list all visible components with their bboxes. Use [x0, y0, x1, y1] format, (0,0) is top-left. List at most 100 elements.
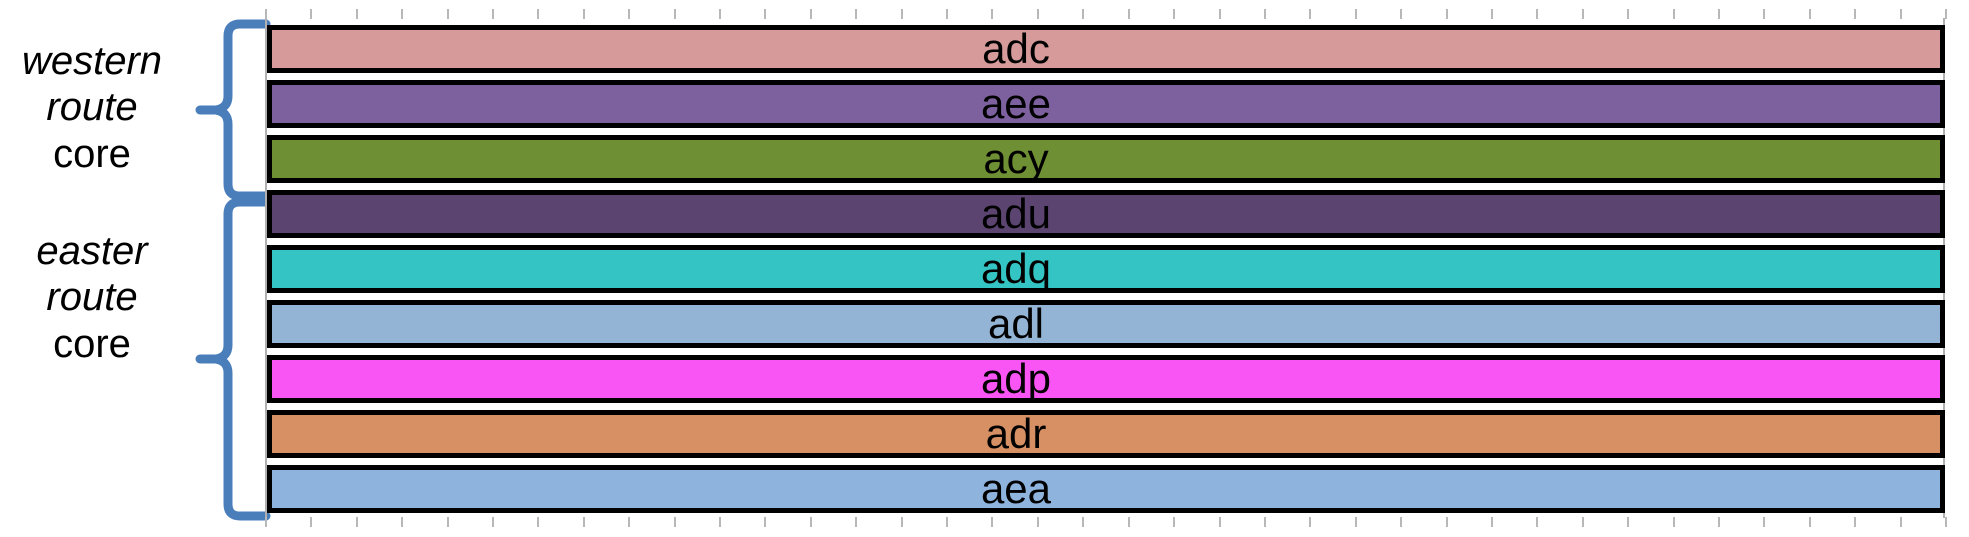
axis-tick	[401, 9, 403, 19]
bar-adq[interactable]: adq	[267, 245, 1945, 293]
axis-tick	[1763, 9, 1765, 19]
axis-tick	[810, 9, 812, 19]
bar-aea[interactable]: aea	[267, 465, 1945, 513]
axis-tick	[1945, 517, 1947, 527]
axis-tick	[1264, 517, 1266, 527]
axis-tick	[1128, 9, 1130, 19]
axis-tick	[1264, 9, 1266, 19]
axis-tick	[1400, 9, 1402, 19]
group-label-western: western route core	[2, 38, 182, 177]
axis-tick	[537, 517, 539, 527]
group-label-eastern-line-3: core	[53, 321, 131, 366]
bar-label: aee	[980, 80, 1052, 127]
bar-series: adc aee acy adu adq adl adp adr aea	[267, 22, 1945, 516]
axis-tick	[719, 517, 721, 527]
axis-tick	[1400, 517, 1402, 527]
group-label-eastern-line-1: easter	[36, 229, 148, 273]
bar-label: adq	[980, 245, 1052, 292]
axis-tick	[1309, 517, 1311, 527]
axis-tick	[1037, 517, 1039, 527]
axis-tick	[1718, 517, 1720, 527]
axis-tick	[310, 9, 312, 19]
bar-label: aea	[980, 465, 1052, 512]
bar-label: adu	[980, 190, 1052, 237]
axis-tick	[628, 517, 630, 527]
axis-tick	[1809, 9, 1811, 19]
bar-label: adc	[982, 25, 1050, 72]
axis-tick	[1673, 517, 1675, 527]
axis-tick	[1673, 9, 1675, 19]
bar-adp[interactable]: adp	[267, 355, 1945, 403]
x-axis-ticks-top	[265, 9, 1947, 19]
axis-tick	[1854, 9, 1856, 19]
axis-tick	[265, 9, 267, 19]
axis-tick	[583, 9, 585, 19]
bar-label: adl	[987, 300, 1045, 347]
axis-tick	[1173, 9, 1175, 19]
axis-tick	[1718, 9, 1720, 19]
axis-tick	[719, 9, 721, 19]
axis-tick	[855, 9, 857, 19]
axis-tick	[1446, 517, 1448, 527]
axis-tick	[1945, 9, 1947, 19]
axis-tick	[1219, 517, 1221, 527]
axis-tick	[1128, 517, 1130, 527]
axis-tick	[356, 9, 358, 19]
axis-tick	[1173, 517, 1175, 527]
axis-tick	[537, 9, 539, 19]
axis-tick	[447, 517, 449, 527]
axis-tick	[1355, 517, 1357, 527]
axis-tick	[628, 9, 630, 19]
bar-acy[interactable]: acy	[267, 135, 1945, 183]
axis-tick	[674, 9, 676, 19]
axis-tick	[1900, 517, 1902, 527]
axis-tick	[1037, 9, 1039, 19]
axis-tick	[492, 517, 494, 527]
group-label-eastern: easter route core	[2, 228, 182, 367]
axis-tick	[764, 9, 766, 19]
bar-label: adr	[985, 410, 1047, 457]
axis-tick	[1082, 9, 1084, 19]
axis-tick	[447, 9, 449, 19]
axis-tick	[1309, 9, 1311, 19]
axis-tick	[1900, 9, 1902, 19]
bar-aee[interactable]: aee	[267, 80, 1945, 128]
axis-tick	[674, 517, 676, 527]
axis-tick	[946, 517, 948, 527]
axis-tick	[764, 517, 766, 527]
bar-label: adp	[980, 355, 1052, 402]
bar-adu[interactable]: adu	[267, 190, 1945, 238]
axis-tick	[356, 517, 358, 527]
bar-adl[interactable]: adl	[267, 300, 1945, 348]
group-label-western-line-1: western	[21, 39, 163, 83]
axis-tick	[1491, 517, 1493, 527]
axis-tick	[1446, 9, 1448, 19]
group-label-western-line-3: core	[53, 131, 131, 176]
axis-tick	[1355, 9, 1357, 19]
axis-tick	[492, 9, 494, 19]
axis-tick	[401, 517, 403, 527]
axis-tick	[1627, 9, 1629, 19]
axis-tick	[1582, 9, 1584, 19]
axis-tick	[310, 517, 312, 527]
axis-tick	[1854, 517, 1856, 527]
axis-tick	[1763, 517, 1765, 527]
axis-tick	[991, 517, 993, 527]
bar-adr[interactable]: adr	[267, 410, 1945, 458]
bar-adc[interactable]: adc	[267, 25, 1945, 73]
axis-tick	[1627, 517, 1629, 527]
bar-label: acy	[983, 135, 1049, 182]
axis-tick	[855, 517, 857, 527]
axis-tick	[583, 517, 585, 527]
axis-tick	[901, 517, 903, 527]
axis-tick	[1582, 517, 1584, 527]
group-label-western-line-2: route	[46, 85, 138, 130]
axis-tick	[946, 9, 948, 19]
axis-tick	[1809, 517, 1811, 527]
plot-area: adc aee acy adu adq adl adp adr aea	[265, 9, 1947, 527]
axis-tick	[810, 517, 812, 527]
group-label-eastern-line-2: route	[46, 275, 138, 320]
axis-tick	[1536, 9, 1538, 19]
brace-eastern-icon	[195, 197, 271, 521]
